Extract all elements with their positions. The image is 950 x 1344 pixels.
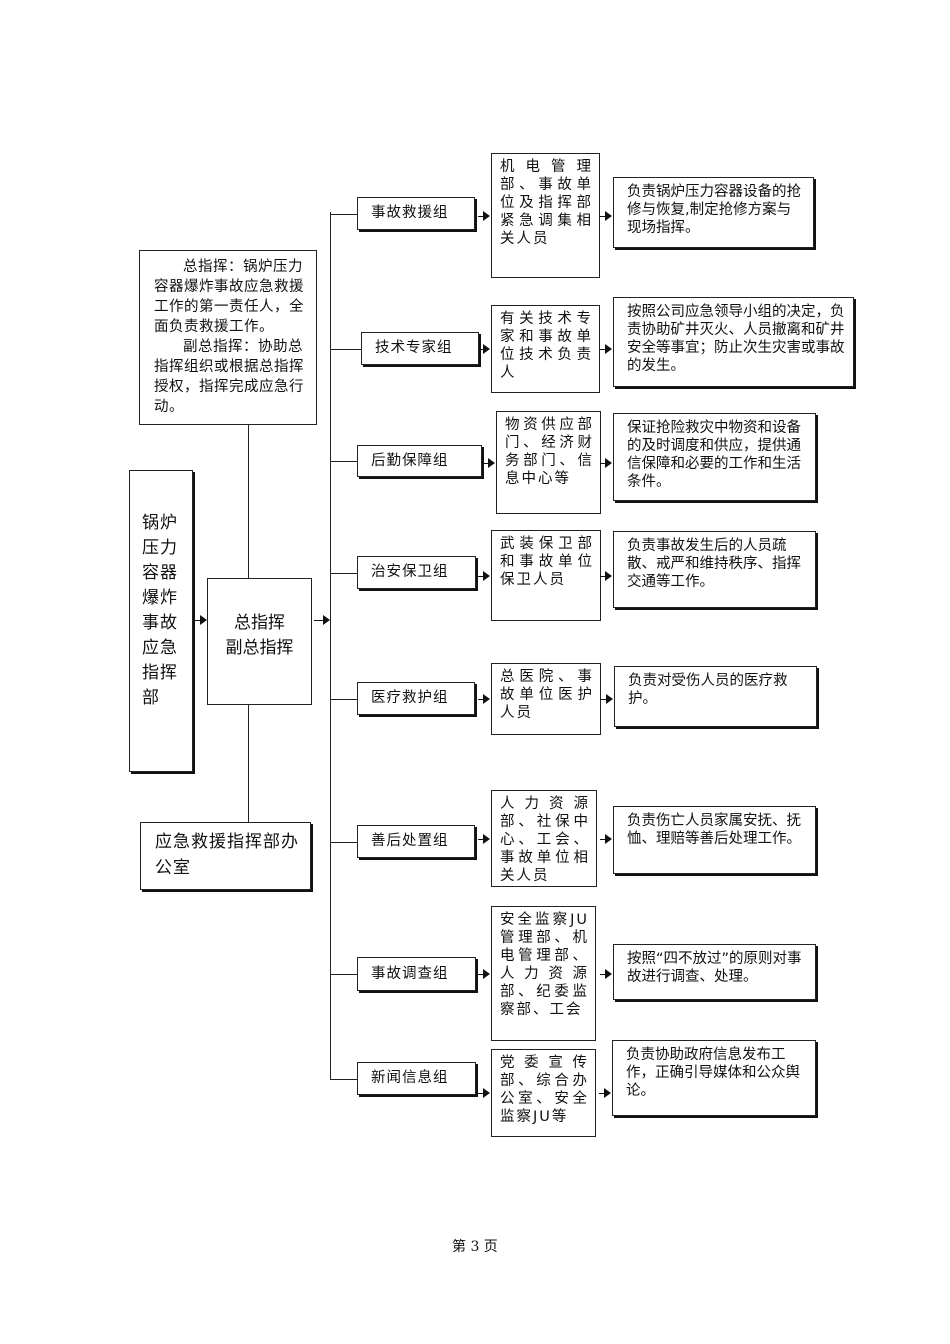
office-label: 应急救援指挥部办公室 xyxy=(155,832,299,878)
branch-line xyxy=(330,974,357,975)
arrow-group-members-line xyxy=(478,974,484,975)
branch-line xyxy=(330,214,357,215)
arrow-members-duty-line xyxy=(601,699,607,700)
members-box: 机电管理部、事故单位及指挥部紧急调集相关人员 xyxy=(491,153,600,278)
deputy-commander-label: 副总指挥 xyxy=(225,638,294,658)
members-box: 党委宣传部、综合办公室、安全监察JU等 xyxy=(491,1049,596,1137)
connector-cmd-office xyxy=(248,705,249,822)
arrow-members-duty xyxy=(605,571,612,581)
arrow-members-duty xyxy=(605,211,612,221)
headquarters-box: 锅炉压力容器爆炸事故应急指挥部 xyxy=(129,470,193,772)
arrow-group-members-line xyxy=(478,216,484,217)
branch-line xyxy=(330,1079,357,1080)
duty-box: 保证抢险救灾中物资和设备的及时调度和供应，提供通信保障和必要的工作和生活条件。 xyxy=(613,413,816,501)
branch-line xyxy=(330,573,357,574)
arrow-members-duty-line xyxy=(600,839,606,840)
group-box: 后勤保障组 xyxy=(357,445,482,477)
arrow-members-duty-line xyxy=(600,216,606,217)
arrow-line-hq-cmd xyxy=(195,620,201,621)
commander-description: 总指挥：锅炉压力容器爆炸事故应急救援工作的第一责任人，全面负责救援工作。 xyxy=(154,259,304,335)
group-box: 治安保卫组 xyxy=(357,556,476,589)
commander-label: 总指挥 xyxy=(234,613,285,633)
duty-box: 负责对受伤人员的医疗救护。 xyxy=(614,666,817,727)
duty-box: 负责协助政府信息发布工作，正确引导媒体和公众舆论。 xyxy=(612,1040,816,1116)
arrow-members-duty-line xyxy=(599,1093,605,1094)
arrow-members-duty xyxy=(605,344,612,354)
office-box: 应急救援指挥部办公室 xyxy=(140,822,311,890)
arrow-members-duty xyxy=(605,834,612,844)
members-box: 总医院、事故单位医护人员 xyxy=(491,663,601,735)
arrow-group-members xyxy=(488,458,495,468)
members-box: 有关技术专家和事故单位技术负责人 xyxy=(491,305,600,393)
arrow-group-members xyxy=(483,969,490,979)
group-box: 事故调查组 xyxy=(357,957,476,991)
arrow-group-members xyxy=(483,571,490,581)
duty-box: 负责伤亡人员家属安抚、抚恤、理赔等善后处理工作。 xyxy=(613,806,816,874)
arrow-members-duty-line xyxy=(600,349,606,350)
arrow-members-duty xyxy=(604,1088,611,1098)
group-box: 医疗救护组 xyxy=(357,682,475,715)
arrow-group-members-line xyxy=(478,349,484,350)
group-box: 新闻信息组 xyxy=(357,1062,476,1095)
connector-desc-cmd xyxy=(248,425,249,578)
members-box: 人力资源部、社保中心、工会、事故单位相关人员 xyxy=(491,790,597,887)
group-box: 技术专家组 xyxy=(361,332,479,365)
command-description-box: 总指挥：锅炉压力容器爆炸事故应急救援工作的第一责任人，全面负责救援工作。 副总指… xyxy=(139,250,317,425)
arrow-group-members-line xyxy=(478,576,484,577)
arrow-group-members xyxy=(483,834,490,844)
duty-box: 负责锅炉压力容器设备的抢修与恢复,制定抢修方案与现场指挥。 xyxy=(613,177,814,248)
duty-box: 按照“四不放过”的原则对事故进行调查、处理。 xyxy=(613,944,816,1000)
arrow-line-cmd-groups xyxy=(314,620,324,621)
arrow-group-members-line xyxy=(483,463,489,464)
branch-line xyxy=(330,349,361,350)
members-box: 武装保卫部和事故单位保卫人员 xyxy=(491,530,601,621)
arrow-group-members xyxy=(483,694,490,704)
arrow-members-duty-line xyxy=(600,463,606,464)
arrow-group-members-line xyxy=(478,699,484,700)
deputy-description: 副总指挥：协助总指挥组织或根据总指挥授权，指挥完成应急行动。 xyxy=(154,339,304,415)
members-box: 物资供应部门、经济财务部门、信息中心等 xyxy=(496,411,601,514)
branch-line xyxy=(330,842,357,843)
commander-box: 总指挥 副总指挥 xyxy=(207,578,312,705)
arrow-group-members xyxy=(483,211,490,221)
arrow-group-members xyxy=(483,344,490,354)
arrow-members-duty xyxy=(605,969,612,979)
arrow-members-duty xyxy=(606,694,613,704)
page-number: 第 3 页 xyxy=(452,1239,498,1255)
group-box: 善后处置组 xyxy=(357,825,475,858)
duty-box: 按照公司应急领导小组的决定，负责协助矿井灭火、人员撤离和矿井安全等事宜；防止次生… xyxy=(613,297,854,387)
group-box: 事故救援组 xyxy=(357,197,475,230)
arrow-group-members-line xyxy=(478,839,484,840)
arrow-members-duty-line xyxy=(600,576,606,577)
trunk-line xyxy=(330,212,331,1080)
arrow-group-members xyxy=(483,1088,490,1098)
branch-line xyxy=(330,461,357,462)
arrow-members-duty-line xyxy=(600,974,606,975)
duty-box: 负责事故发生后的人员疏散、戒严和维持秩序、指挥交通等工作。 xyxy=(613,531,816,608)
arrow-hq-cmd xyxy=(200,615,207,625)
arrow-group-members-line xyxy=(478,1093,484,1094)
arrow-members-duty xyxy=(605,458,612,468)
members-box: 安全监察JU管理部、机电管理部、人力资源部、纪委监察部、工会 xyxy=(491,906,596,1041)
arrow-cmd-groups xyxy=(323,615,330,625)
branch-line xyxy=(330,699,357,700)
